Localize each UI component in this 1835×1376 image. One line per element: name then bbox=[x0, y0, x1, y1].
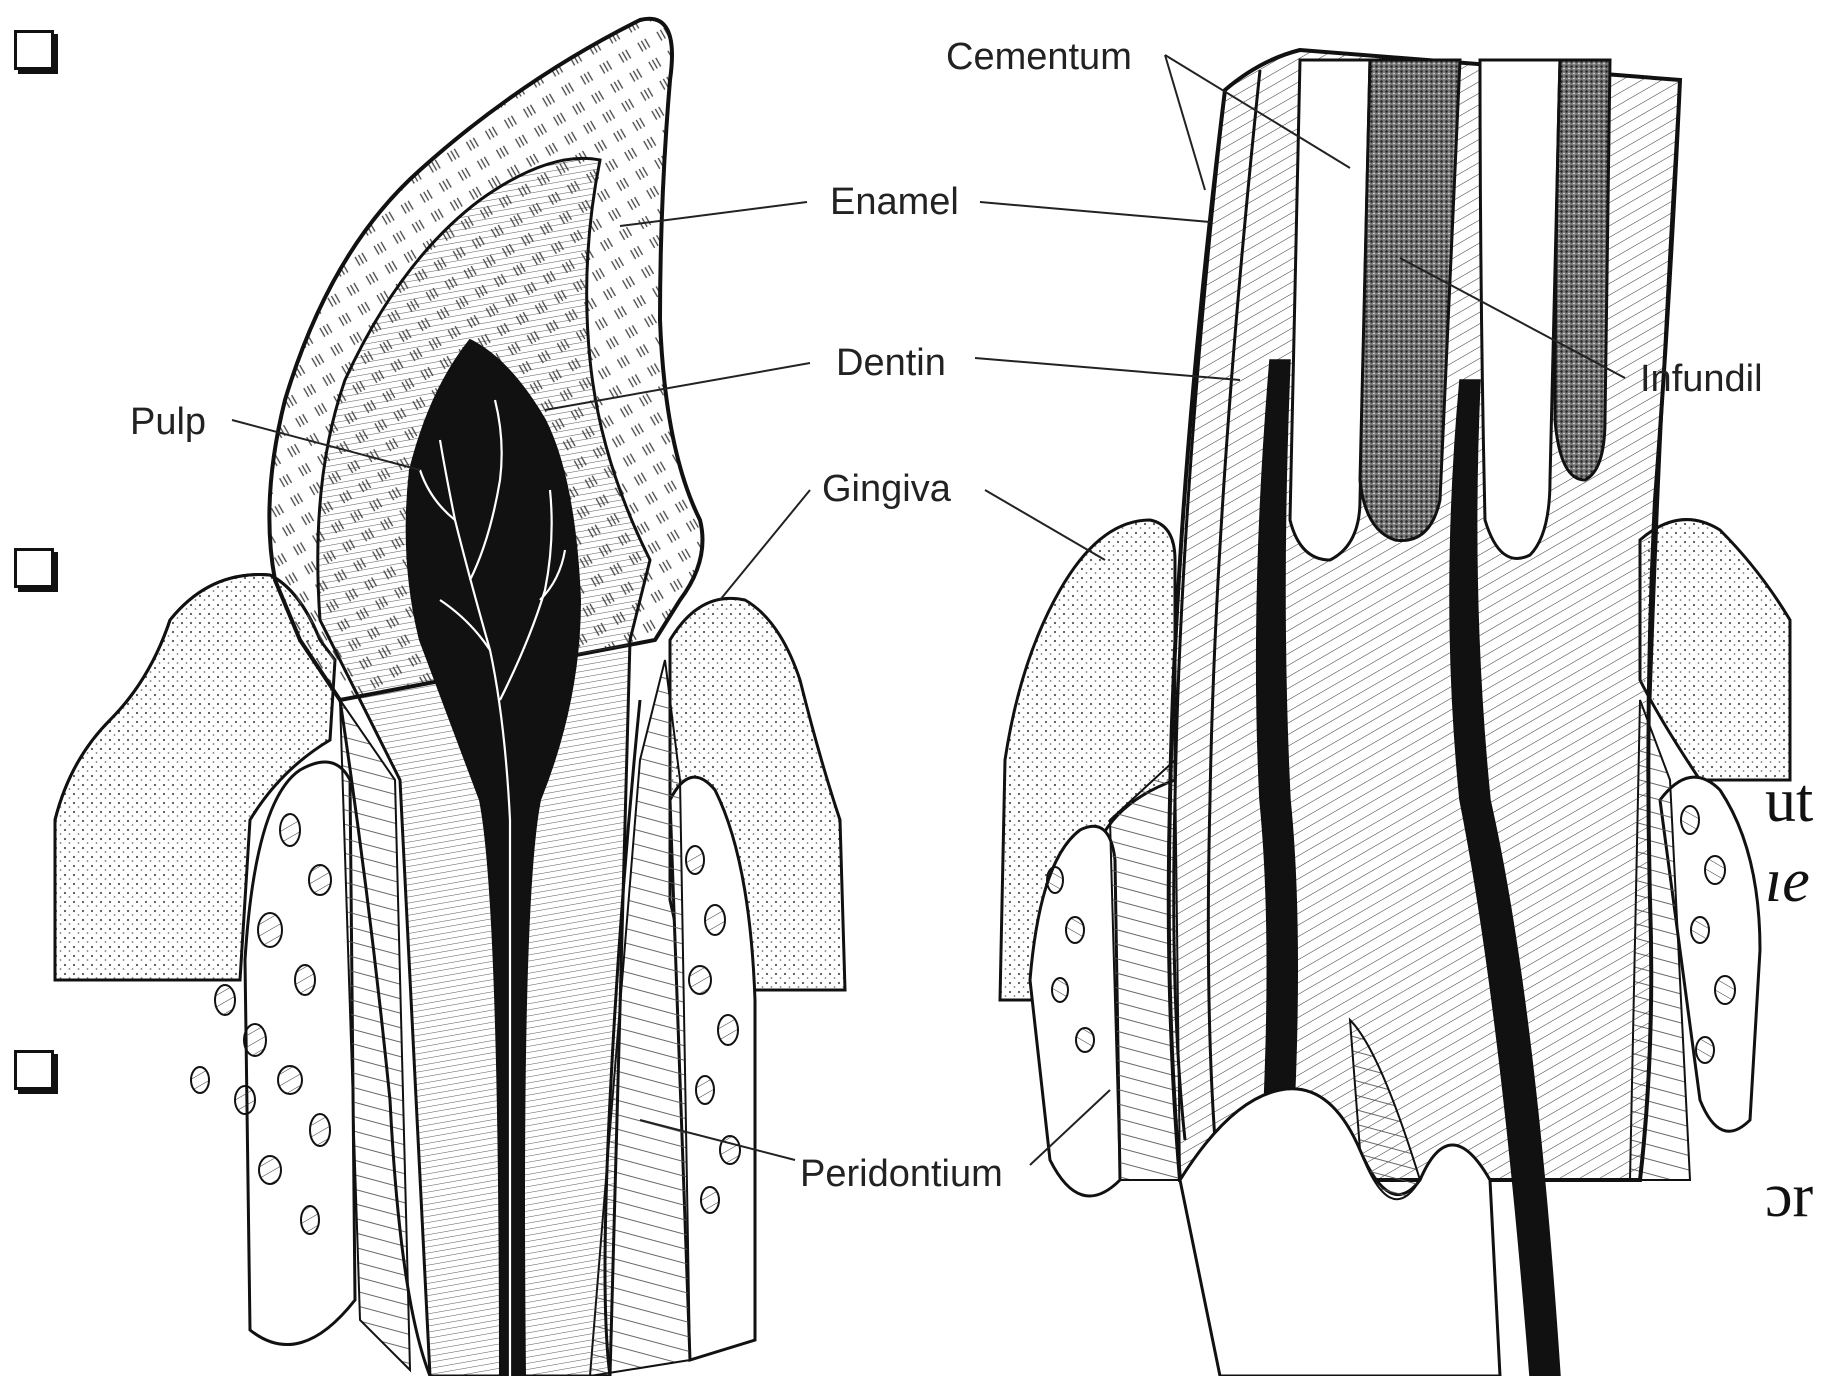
label-peridontium: Peridontium bbox=[800, 1155, 1003, 1193]
label-infundibulum: Infundil bbox=[1640, 360, 1763, 398]
label-dentin: Dentin bbox=[836, 344, 946, 382]
slide-text-fragment: ɔr bbox=[1765, 1165, 1813, 1227]
right-tooth-drawing bbox=[1000, 50, 1790, 1376]
slide-text-fragment: ut bbox=[1765, 770, 1813, 832]
label-gingiva: Gingiva bbox=[822, 470, 951, 508]
label-cementum: Cementum bbox=[946, 38, 1132, 76]
left-tooth-drawing bbox=[55, 19, 845, 1376]
label-enamel: Enamel bbox=[830, 183, 959, 221]
slide-text-fragment: ıe bbox=[1765, 850, 1810, 912]
label-pulp: Pulp bbox=[130, 403, 206, 441]
